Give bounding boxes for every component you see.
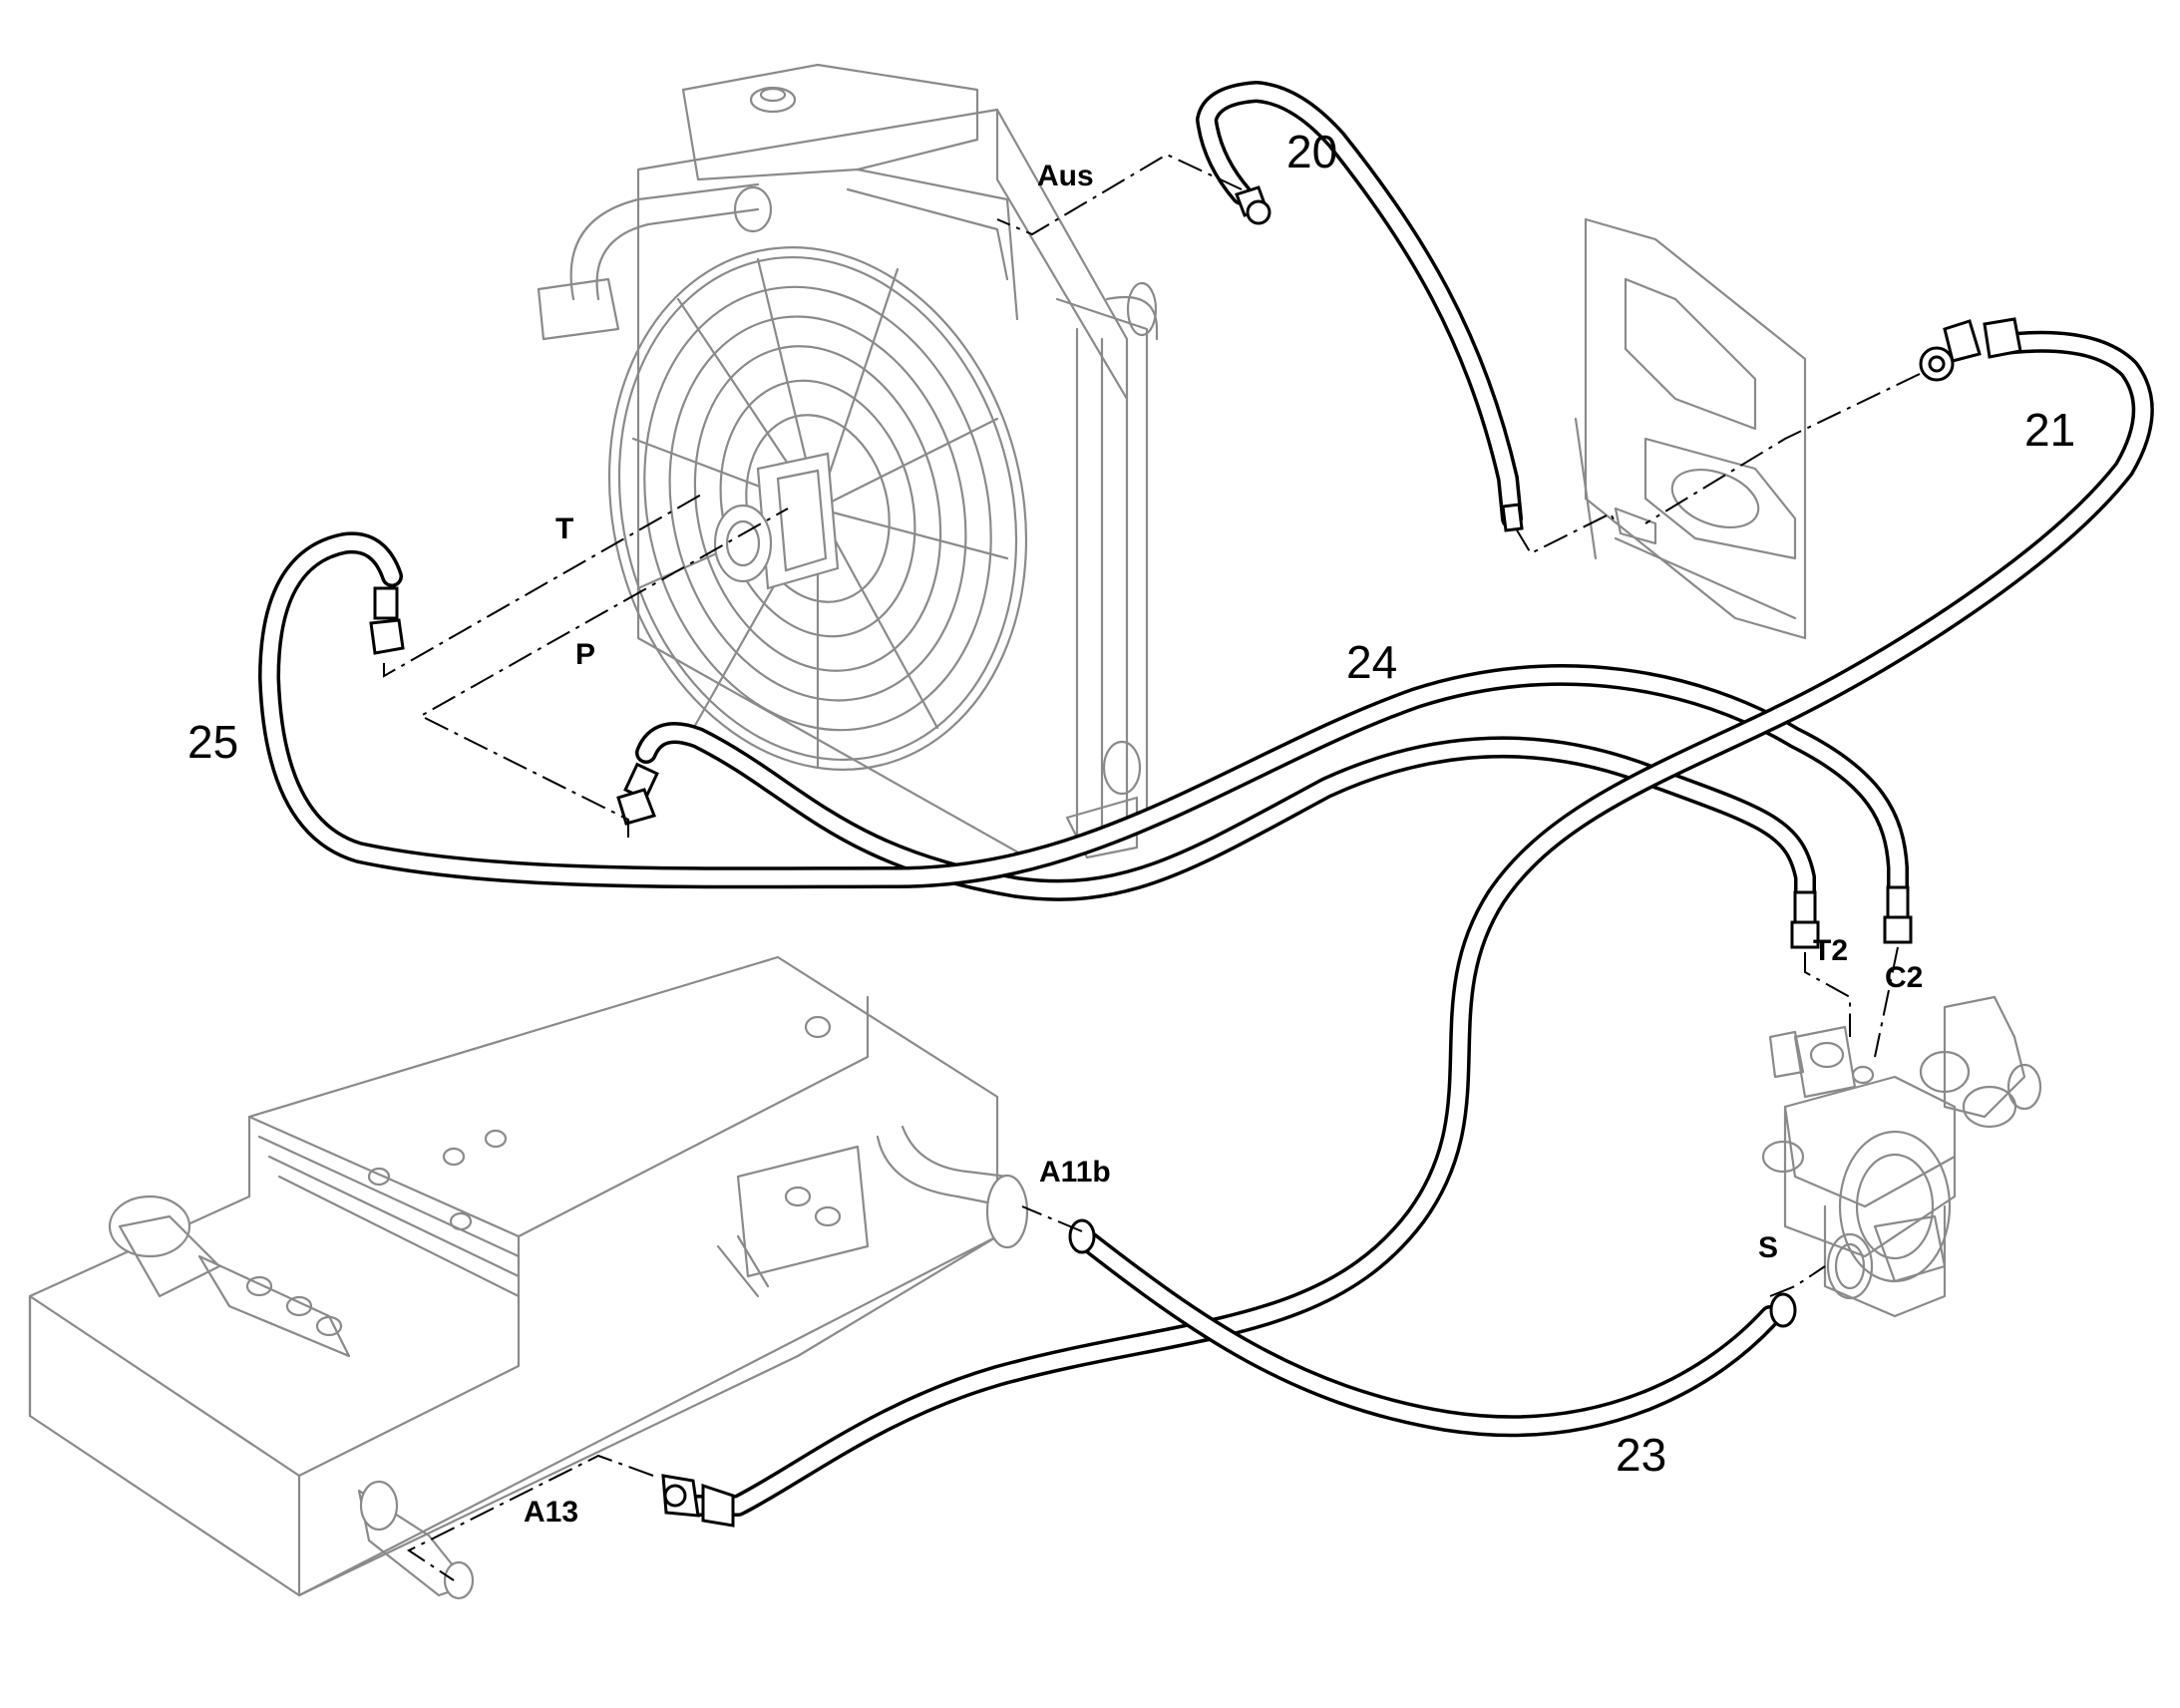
part-number-25: 25 — [187, 716, 238, 768]
hydraulic-pump-assembly — [1761, 995, 2042, 1318]
port-label-t: T — [555, 512, 573, 545]
hose-20 — [1196, 81, 1523, 529]
port-label-s: S — [1758, 1231, 1778, 1264]
port-labels: Aus T P T2 C2 A11b S A13 — [524, 160, 1923, 1529]
port-label-aus: Aus — [1037, 160, 1094, 192]
part-number-24: 24 — [1346, 636, 1397, 688]
mounting-bracket — [1574, 217, 1807, 640]
part-number-21: 21 — [2024, 404, 2075, 456]
port-label-c2: C2 — [1885, 961, 1923, 994]
hydraulic-tank — [28, 955, 1029, 1600]
port-label-a13: A13 — [524, 1496, 578, 1529]
hose-fittings — [369, 185, 2022, 1528]
hose-23 — [1071, 1225, 1781, 1438]
port-label-a11b: A11b — [1039, 1156, 1111, 1189]
leader-lines — [383, 153, 1921, 1581]
hose-24 — [635, 722, 1816, 908]
port-label-p: P — [575, 638, 595, 671]
hose-25 — [258, 531, 1909, 903]
part-number-20: 20 — [1286, 126, 1337, 177]
part-number-23: 23 — [1616, 1429, 1666, 1481]
port-label-t2: T2 — [1813, 934, 1848, 967]
oil-cooler-fan-assembly — [537, 63, 1159, 859]
hose-21 — [687, 330, 2154, 1517]
part-number-labels: 20 21 24 25 23 — [187, 126, 2075, 1481]
